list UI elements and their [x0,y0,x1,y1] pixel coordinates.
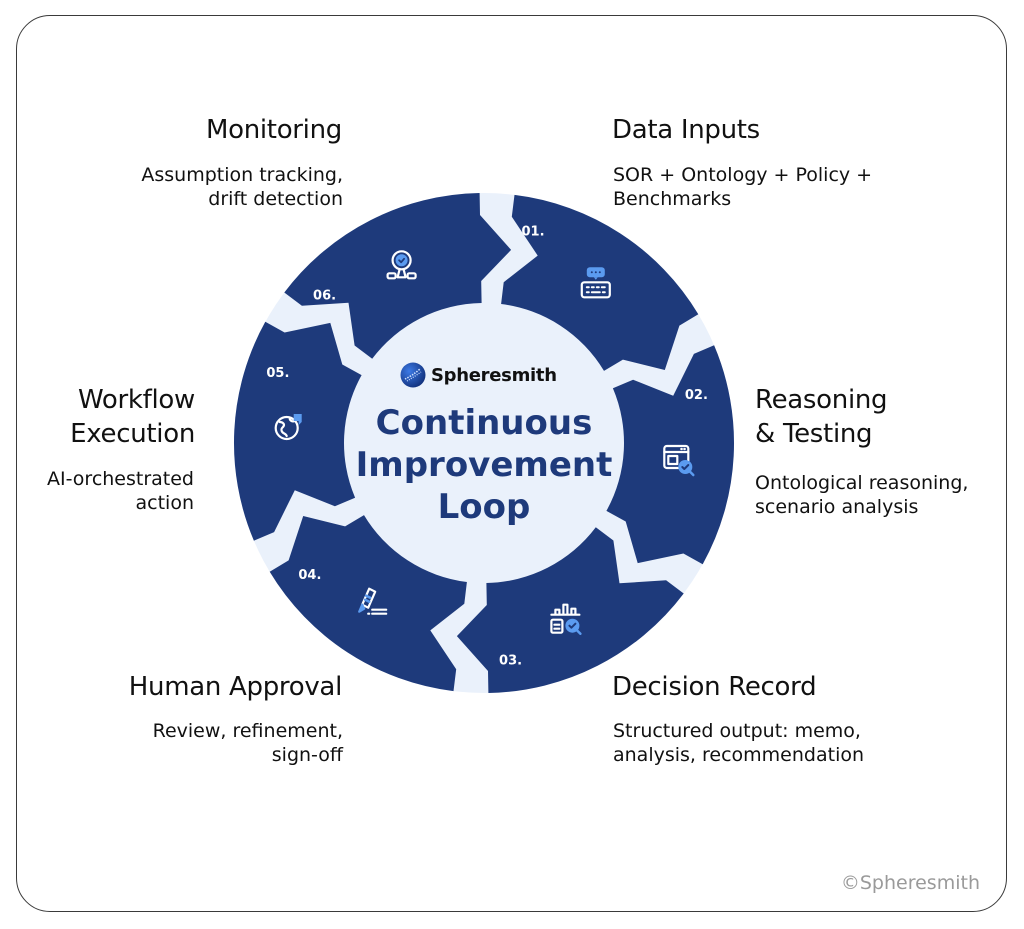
step-number: 04. [298,568,321,583]
step-desc-line: Ontological reasoning, [755,472,969,494]
step-number: 03. [499,653,522,668]
step-title-line: Monitoring [205,115,342,145]
center-title-line: Improvement [355,445,613,485]
step-02-description: Ontological reasoning, scenario analysis [755,471,968,519]
step-title-line: Data Inputs [612,115,760,145]
step-number: 06. [313,288,336,303]
center-title-line: Loop [437,487,531,527]
step-title-line: & Testing [755,419,873,449]
step-number: 05. [266,366,289,381]
keyboard-chat-icon [580,267,611,299]
step-title-line: Workflow [78,385,195,415]
step-desc-line: AI-orchestrated [46,468,194,490]
segment-03 [456,527,684,693]
step-desc-line: analysis, recommendation [613,744,865,766]
step-01-description: SOR + Ontology + Policy + Benchmarks [613,163,872,211]
step-title-line: Reasoning [755,385,888,415]
spheresmith-logo-icon [400,362,426,388]
step-05-title: Workflow Execution [70,383,195,451]
step-01-title: Data Inputs [612,113,760,147]
center-title: Continuous Improvement Loop [334,402,634,528]
step-number: 01. [522,225,545,240]
step-06-description: Assumption tracking, drift detection [141,163,343,211]
step-desc-line: Review, refinement, [152,720,343,742]
step-desc-line: Structured output: memo, [613,720,861,742]
browser-check-icon [663,444,695,477]
step-desc-line: action [135,492,194,514]
step-02-title: Reasoning & Testing [755,383,888,451]
step-title-line: Decision Record [612,672,817,702]
step-04-title: Human Approval [128,670,343,704]
step-number: 02. [685,388,708,403]
segment-04 [269,515,467,692]
step-desc-line: SOR + Ontology + Policy + [613,164,873,186]
segment-02 [606,345,735,565]
step-03-description: Structured output: memo, analysis, recom… [613,719,864,767]
step-05-description: AI-orchestrated action [47,467,194,515]
step-06-title: Monitoring [206,113,342,147]
pen-sign-icon [358,587,388,615]
step-desc-line: sign-off [271,744,343,766]
chart-check-icon [550,603,582,635]
globe-pointer-icon [274,414,302,441]
brand-lockup: Spheresmith [400,362,557,388]
step-desc-line: Benchmarks [613,188,732,210]
step-desc-line: Assumption tracking, [141,164,343,186]
copyright: ©Spheresmith [840,872,980,894]
step-04-description: Review, refinement, sign-off [153,719,343,767]
center-title-line: Continuous [375,403,593,443]
step-title-line: Execution [70,419,195,449]
step-title-line: Human Approval [128,672,343,702]
step-desc-line: scenario analysis [755,496,919,518]
brand-name: Spheresmith [431,364,557,386]
step-desc-line: drift detection [208,188,343,210]
badge-check-icon [386,250,417,280]
step-03-title: Decision Record [612,670,817,704]
